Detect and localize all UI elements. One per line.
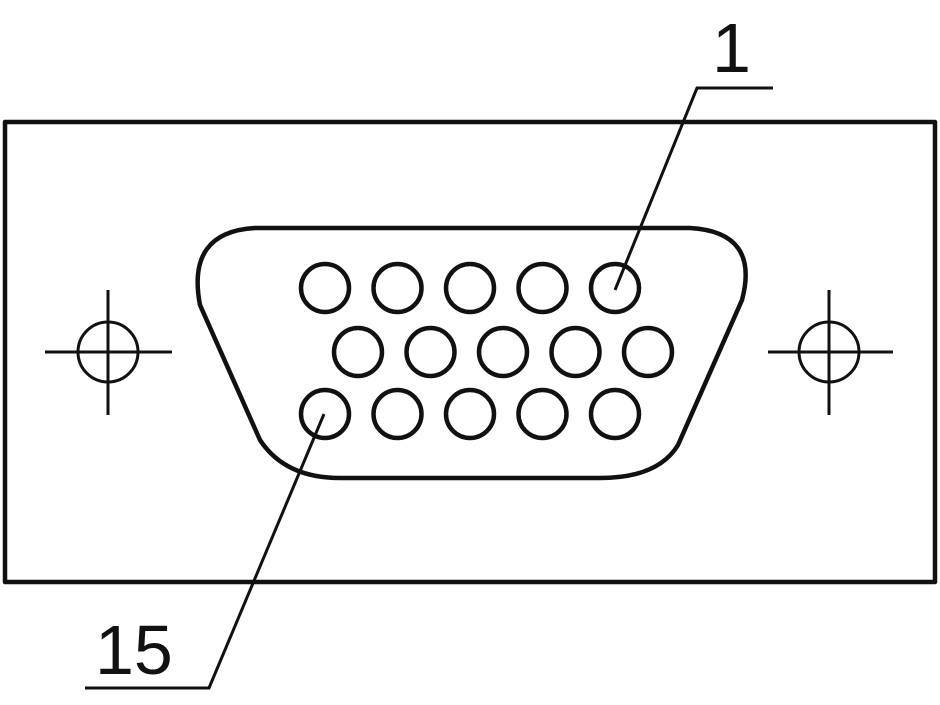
right-mounting-hole-icon [768, 290, 893, 415]
pin-hole [331, 325, 385, 379]
pin-hole [621, 325, 675, 379]
pin-hole [371, 261, 424, 315]
pin-hole [298, 387, 352, 441]
d-sub-shell-outline [195, 225, 748, 481]
pin-hole [443, 261, 497, 315]
pin-1-label: 1 [712, 9, 751, 87]
pin-hole [516, 387, 569, 441]
pin-hole [298, 261, 352, 315]
pin-hole [371, 387, 424, 441]
pin-15-callout: 15 [85, 413, 326, 690]
pin-1-leader-line [613, 86, 773, 291]
pin-hole [549, 325, 602, 379]
pin-15-leader-line [85, 413, 326, 690]
pin-hole [516, 261, 569, 315]
left-mounting-hole-icon [45, 290, 172, 415]
connector-plate-outline [2, 119, 938, 585]
pin-15-label: 15 [95, 611, 173, 689]
pin-hole [443, 387, 497, 441]
pin-array [298, 261, 675, 441]
pin-hole [588, 387, 642, 441]
pin-hole [476, 325, 530, 379]
pin-1-callout: 1 [613, 9, 773, 291]
pin-hole [404, 325, 457, 379]
